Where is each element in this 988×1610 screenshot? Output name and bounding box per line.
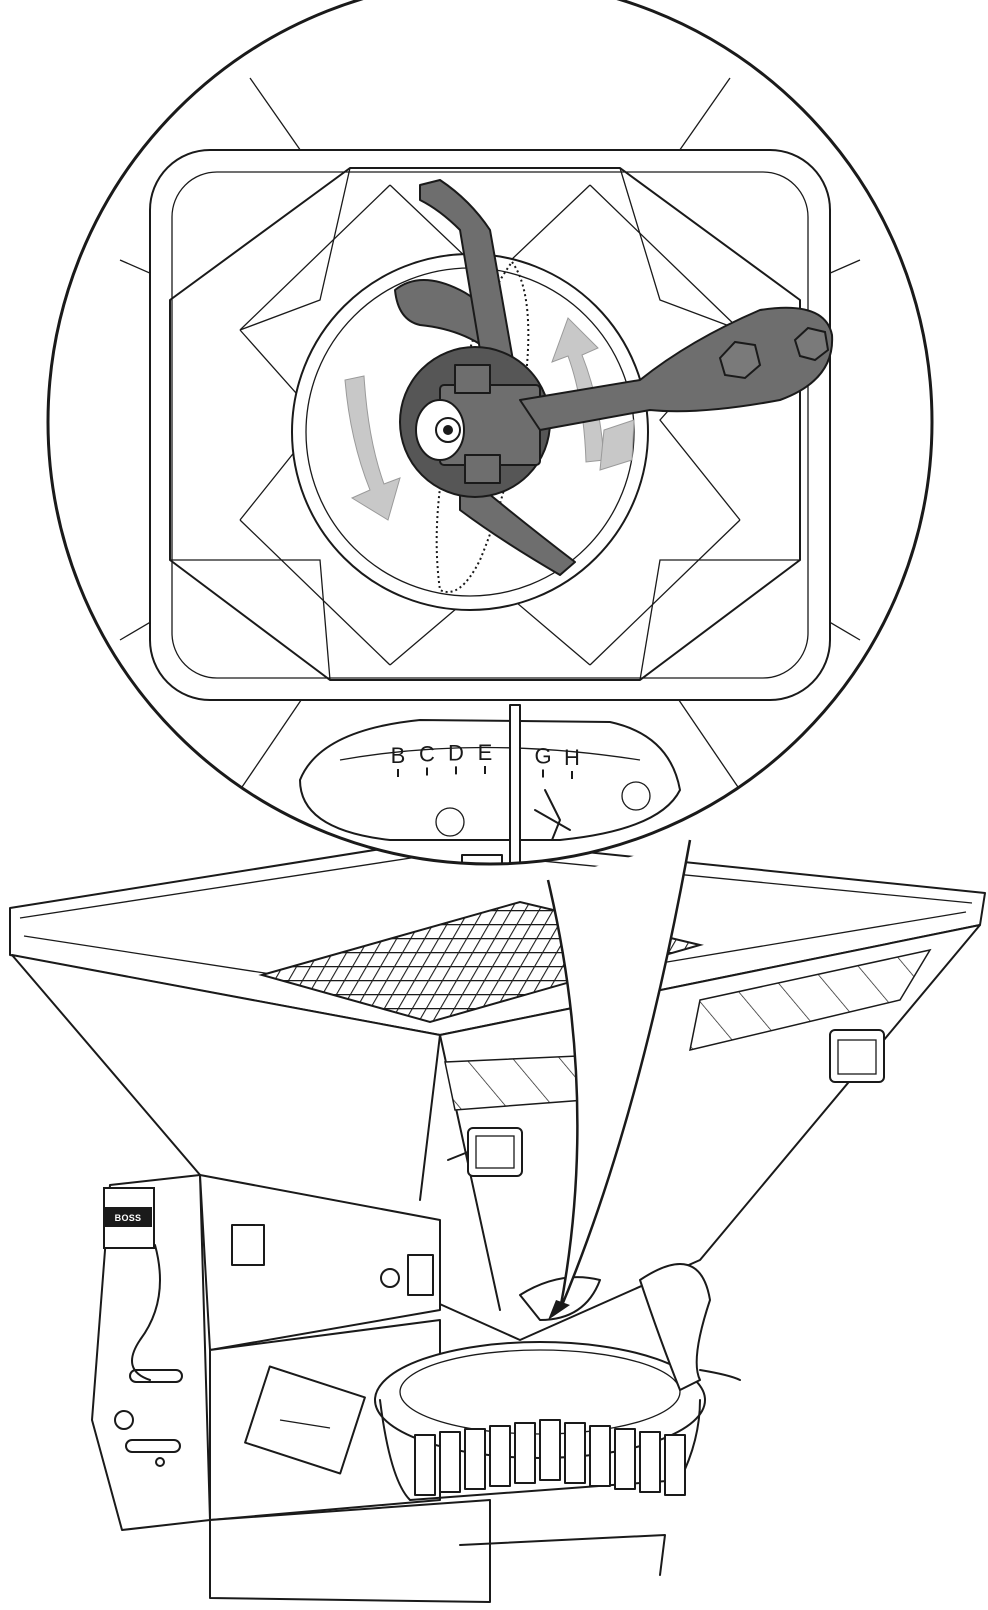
spreader-vane — [639, 1431, 661, 1493]
spreader-vane — [414, 1434, 436, 1496]
dial-letter-b: B — [391, 743, 406, 768]
spreader-vane — [439, 1431, 461, 1493]
rotation-arrow-left — [344, 375, 401, 521]
callout-circle-border — [46, 0, 934, 866]
dial-letter-g: G — [534, 744, 551, 769]
spreader-vane — [464, 1428, 486, 1490]
spreader-vane — [564, 1422, 586, 1484]
magnified-detail-callout: BCDEFGH — [46, 0, 934, 866]
spreader-vane — [614, 1428, 636, 1490]
marker-light-center — [447, 1127, 523, 1177]
dial-letter-h: H — [564, 745, 580, 770]
dial-window — [299, 719, 681, 841]
spinner-assembly — [374, 1263, 741, 1501]
marker-light-right — [829, 1029, 885, 1083]
shaft-coupler — [415, 364, 541, 484]
hopper-opening-outer — [149, 149, 831, 701]
spreader-vane — [589, 1425, 611, 1487]
dial-letter-e: E — [478, 740, 493, 765]
adjustment-lever — [519, 306, 834, 431]
dial-letter-d: D — [448, 740, 464, 765]
spreader-vane — [489, 1425, 511, 1487]
left-frame — [91, 1174, 211, 1531]
brand-plate-text: BOSS — [115, 1213, 142, 1223]
spreader-vane — [514, 1422, 536, 1484]
dial-letter-c: C — [419, 742, 435, 767]
spreader-vane — [539, 1419, 561, 1481]
pointer-stem — [509, 704, 521, 864]
salt-spreader: BOSS — [9, 837, 986, 1603]
spreader-vane — [664, 1434, 686, 1496]
